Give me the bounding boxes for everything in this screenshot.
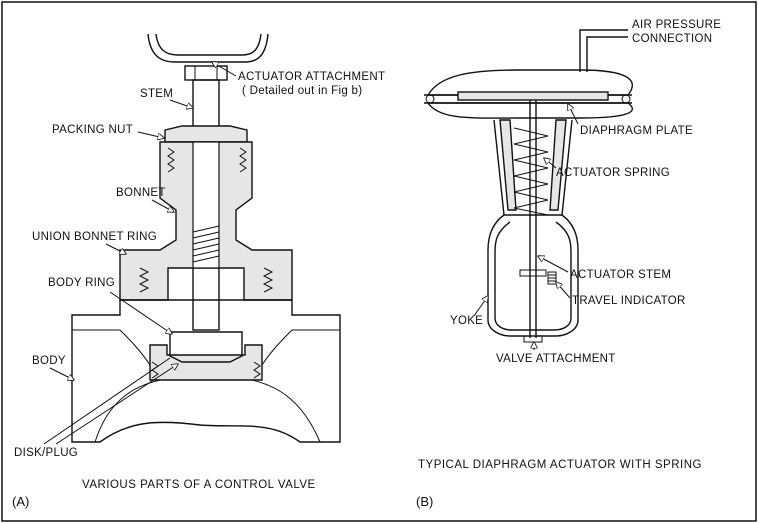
figure-a-labels: ACTUATOR ATTACHMENT ( Detailed out in Fi… — [12, 62, 385, 509]
panel-label-b: (B) — [416, 494, 433, 509]
diaphragm-actuator-drawing — [424, 29, 634, 343]
union-ring-spring-right — [262, 267, 274, 293]
spring-housing — [493, 119, 573, 216]
label-actuator-spring: ACTUATOR SPRING — [556, 167, 670, 179]
diaphragm-housing-bottom — [426, 102, 634, 119]
label-actuator-attachment-note: ( Detailed out in Fig b) — [242, 85, 362, 97]
label-air-pressure: AIR PRESSURE — [632, 19, 721, 31]
label-actuator-attachment: ACTUATOR ATTACHMENT — [238, 71, 385, 83]
air-pressure-pipe — [579, 29, 628, 72]
label-packing-nut: PACKING NUT — [52, 124, 133, 136]
actuator-attachment-shape — [147, 33, 269, 63]
label-body: BODY — [32, 355, 66, 367]
valve-body — [71, 299, 341, 443]
label-bonnet: BONNET — [116, 187, 166, 199]
packing-spring-right — [239, 147, 247, 173]
control-valve-drawing — [71, 33, 341, 443]
diaphragm-plate — [457, 91, 609, 101]
label-actuator-stem: ACTUATOR STEM — [570, 269, 671, 281]
label-body-ring: BODY RING — [48, 277, 115, 289]
label-connection: CONNECTION — [632, 33, 712, 45]
stem-connector — [519, 269, 547, 277]
caption-figure-b: TYPICAL DIAPHRAGM ACTUATOR WITH SPRING — [418, 459, 702, 471]
stem-nut — [184, 65, 228, 81]
stem-threads — [192, 225, 220, 263]
label-disk-plug: DISK/PLUG — [14, 447, 78, 459]
packing-nut — [164, 125, 248, 143]
label-yoke: YOKE — [450, 315, 483, 327]
caption-figure-a: VARIOUS PARTS OF A CONTROL VALVE — [82, 479, 316, 491]
label-travel-indicator: TRAVEL INDICATOR — [572, 295, 686, 307]
valve-attachment-shape — [523, 335, 543, 343]
diaphragm-housing-top — [426, 69, 633, 96]
label-union-bonnet-ring: UNION BONNET RING — [32, 231, 157, 243]
figure-b-labels: AIR PRESSURE CONNECTION DIAPHRAGM PLATE … — [416, 19, 721, 509]
label-valve-attachment: VALVE ATTACHMENT — [496, 353, 616, 365]
packing-spring-left — [167, 147, 175, 173]
label-stem: STEM — [140, 88, 173, 100]
disk-plug — [169, 331, 243, 363]
label-diaphragm-plate: DIAPHRAGM PLATE — [580, 125, 693, 137]
union-ring-spring-left — [138, 267, 150, 293]
actuator-spring — [513, 127, 549, 216]
panel-label-a: (A) — [12, 494, 29, 509]
